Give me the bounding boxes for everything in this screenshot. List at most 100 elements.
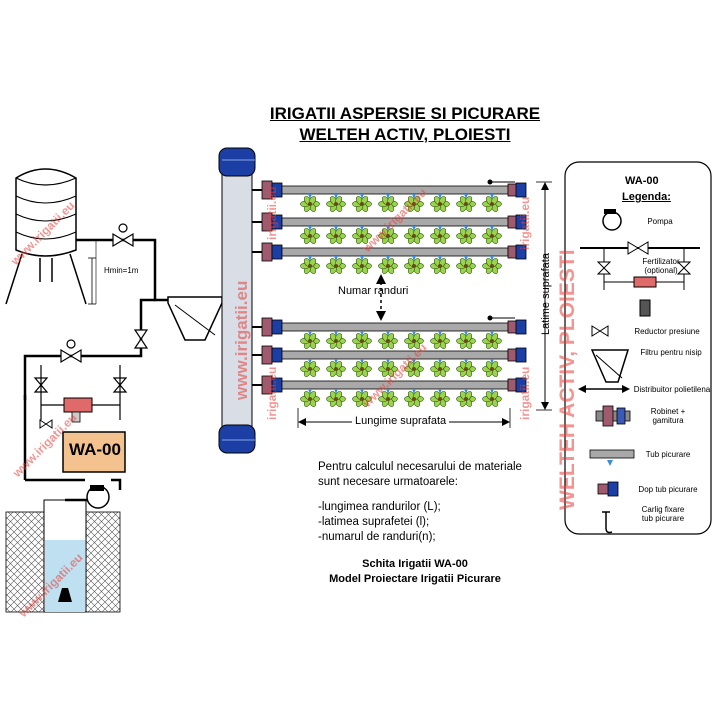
legend-hook-label-1: Carlig fixare bbox=[641, 505, 685, 514]
watermark: irigatii.eu bbox=[518, 366, 532, 420]
width-label: Latime suprafata bbox=[540, 253, 552, 335]
plant-icon bbox=[378, 359, 398, 377]
sand-filter-icon bbox=[167, 296, 223, 341]
plant-icon bbox=[430, 226, 450, 244]
plant-icon bbox=[326, 389, 346, 407]
plant-icon bbox=[352, 226, 372, 244]
plant-icon bbox=[300, 389, 320, 407]
legend-distributor-label: Distribuitor polietilena bbox=[633, 385, 711, 394]
tap-fitting bbox=[261, 317, 273, 337]
plant-icon bbox=[482, 194, 502, 212]
legend-fertilizer-label-2: (optional) bbox=[644, 266, 678, 275]
info-item: -numarul de randuri(n); bbox=[318, 531, 436, 543]
info-intro-1: Pentru calculul necesarului de materiale bbox=[318, 461, 522, 473]
legend-tap-label-2: gamitura bbox=[652, 416, 684, 425]
fertilizer-icon bbox=[63, 397, 93, 423]
legend-filter-label: Filtru pentru nisip bbox=[640, 348, 702, 357]
rows-arrow bbox=[376, 274, 386, 321]
tap-fitting bbox=[261, 242, 273, 262]
plant-icon bbox=[352, 194, 372, 212]
watermark: irigatii.eu bbox=[265, 366, 279, 420]
plant-icon bbox=[326, 226, 346, 244]
tap-fitting bbox=[261, 345, 273, 365]
plant-icon bbox=[378, 194, 398, 212]
plant-icon bbox=[404, 226, 424, 244]
legend-hook-icon bbox=[602, 511, 613, 534]
legend-pump-label: Pompa bbox=[647, 217, 673, 226]
plant-icon bbox=[404, 331, 424, 349]
water-tower-icon bbox=[5, 168, 96, 305]
drip-row bbox=[252, 345, 527, 377]
legend-end-cap-label: Dop tub picurare bbox=[638, 485, 698, 494]
legend-distributor-icon bbox=[578, 385, 630, 393]
legend-tap-label-1: Robinet + bbox=[650, 407, 686, 416]
drip-row bbox=[252, 317, 527, 349]
legend-filter-icon bbox=[590, 349, 630, 383]
legend-reducer-icon bbox=[591, 325, 609, 337]
plant-icon bbox=[378, 226, 398, 244]
drip-row bbox=[252, 180, 527, 212]
plant-icon bbox=[482, 331, 502, 349]
legend-fertilizer-label-1: Fertilizator bbox=[642, 257, 680, 266]
plant-icon bbox=[378, 256, 398, 274]
controller-label: WA-00 bbox=[69, 440, 121, 459]
plant-icon bbox=[456, 256, 476, 274]
plant-icon bbox=[430, 389, 450, 407]
title-line-1: IRIGATII ASPERSIE SI PICURARE bbox=[269, 104, 541, 123]
watermark: irigatii.eu bbox=[518, 196, 532, 250]
plant-icon bbox=[378, 389, 398, 407]
info-item: -latimea suprafetei (l); bbox=[318, 516, 430, 528]
plant-icon bbox=[300, 194, 320, 212]
plant-icon bbox=[300, 226, 320, 244]
distributor-pipe bbox=[218, 147, 256, 454]
legend-vertical-brand: WELTEH ACTIV, PLOIESTI bbox=[556, 249, 579, 510]
plant-icon bbox=[456, 226, 476, 244]
plant-icon bbox=[404, 256, 424, 274]
info-footer-2: Model Proiectare Irigatii Picurare bbox=[329, 573, 501, 585]
watermark: irigatii.eu bbox=[265, 186, 279, 240]
plant-icon bbox=[300, 331, 320, 349]
plant-icon bbox=[430, 359, 450, 377]
legend-hook-label-2: tub picurare bbox=[641, 514, 685, 523]
legend-reducer-label: Reductor presiune bbox=[634, 327, 700, 336]
plant-icon bbox=[404, 389, 424, 407]
tank-height-label: Hmin=1m bbox=[104, 266, 139, 275]
plant-icon bbox=[352, 331, 372, 349]
plant-icon bbox=[326, 194, 346, 212]
drip-row bbox=[252, 375, 527, 407]
plant-icon bbox=[482, 226, 502, 244]
pump-icon bbox=[65, 485, 110, 509]
plant-icon bbox=[430, 194, 450, 212]
drip-tube bbox=[281, 350, 509, 360]
plant-icon bbox=[378, 331, 398, 349]
drip-row bbox=[252, 212, 527, 244]
drip-tube bbox=[281, 247, 509, 257]
small-valve-icon bbox=[39, 419, 53, 429]
plant-icon bbox=[430, 331, 450, 349]
plant-icon bbox=[456, 389, 476, 407]
legend-tap-icon bbox=[595, 405, 631, 427]
watermark: www.irigatii.eu bbox=[232, 280, 251, 400]
drip-row bbox=[252, 242, 527, 274]
drip-tube bbox=[281, 185, 509, 195]
plant-icon bbox=[352, 256, 372, 274]
title-line-2: WELTEH ACTIV, PLOIESTI bbox=[299, 125, 511, 144]
info-item: -lungimea randurilor (L); bbox=[318, 501, 441, 513]
legend-code: WA-00 bbox=[625, 175, 659, 187]
legend-pump-icon bbox=[602, 209, 622, 231]
info-footer-1: Schita Irigatii WA-00 bbox=[362, 558, 468, 570]
length-label: Lungime suprafata bbox=[352, 415, 450, 427]
legend-end-cap-icon bbox=[597, 481, 619, 497]
plant-icon bbox=[482, 256, 502, 274]
plant-icon bbox=[352, 359, 372, 377]
legend-drip-tube-label: Tub picurare bbox=[645, 450, 691, 459]
plant-icon bbox=[352, 389, 372, 407]
controller-box bbox=[62, 431, 126, 473]
legend-fertilizer-icon bbox=[580, 241, 700, 317]
drip-tube bbox=[281, 322, 509, 332]
plant-icon bbox=[482, 389, 502, 407]
plant-icon bbox=[300, 256, 320, 274]
plant-icon bbox=[404, 194, 424, 212]
